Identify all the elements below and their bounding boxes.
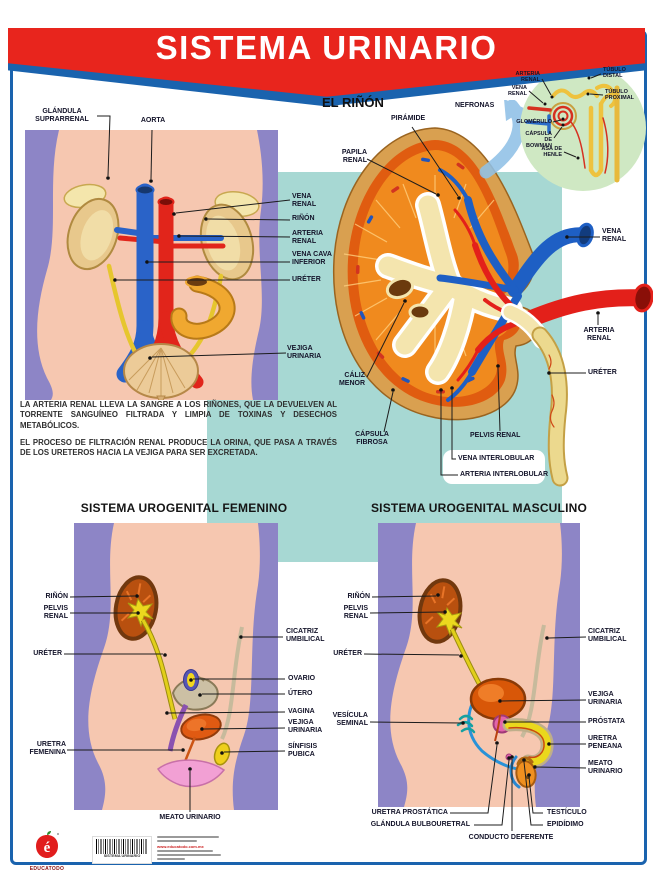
label-piramide: PIRÁMIDE bbox=[391, 115, 426, 122]
label-arteria-renal-kidney: ARTERIA RENAL bbox=[583, 327, 615, 343]
label-vagina: VAGINA bbox=[288, 708, 315, 715]
label-nefronas: NEFRONAS bbox=[455, 102, 495, 109]
label-arteria-interlobular: ARTERIA INTERLOBULAR bbox=[460, 471, 549, 478]
label-rinon-male: RIÑÓN bbox=[347, 593, 370, 600]
label-tubulo-proximal: TÚBULO PROXIMAL bbox=[605, 89, 635, 102]
penis bbox=[502, 718, 554, 769]
brand-name: EDUCATODO bbox=[29, 866, 65, 872]
label-uretra-femenina: URETRA FEMENINA bbox=[29, 741, 66, 757]
fine-print-line bbox=[157, 853, 221, 856]
label-vejiga-urinaria-female: VEJIGA URINARIA bbox=[288, 719, 323, 735]
label-utero: ÚTERO bbox=[288, 690, 313, 697]
poster-title: SISTEMA URINARIO bbox=[155, 29, 498, 66]
nephron-arrow bbox=[479, 100, 526, 179]
male-bladder bbox=[469, 677, 527, 721]
male-figure-illustration bbox=[378, 523, 580, 807]
label-epididimo: EPIDÍDIMO bbox=[547, 821, 584, 828]
label-pelvis-renal-male: PELVIS RENAL bbox=[343, 605, 368, 621]
publisher-website: www.educatodo.com.mx bbox=[157, 844, 204, 849]
abdominal-wall-line bbox=[220, 626, 244, 740]
minor-calyx-opening bbox=[385, 276, 415, 300]
label-uretra-prostatica: URETRA PROSTÁTICA bbox=[371, 809, 448, 816]
kidney-section-title: EL RIÑÓN bbox=[322, 95, 384, 110]
label-rinon-torso: RIÑÓN bbox=[292, 215, 315, 222]
female-section-title: SISTEMA UROGENITAL FEMENINO bbox=[80, 501, 288, 515]
label-conducto-deferente: CONDUCTO DEFERENTE bbox=[468, 834, 554, 841]
label-rinon-female: RIÑÓN bbox=[45, 593, 68, 600]
label-arteria-renal-torso: ARTERIA RENAL bbox=[292, 230, 323, 246]
publisher-logo: é EDUCATODO bbox=[24, 830, 70, 872]
female-renal-pelvis bbox=[126, 597, 154, 628]
label-ureter-male: URÉTER bbox=[333, 650, 362, 657]
label-meato-urinario-male: MEATO URINARIO bbox=[588, 760, 623, 776]
male-section-title: SISTEMA UROGENITAL MASCULINO bbox=[370, 501, 588, 515]
seminal-vesicle bbox=[456, 714, 476, 734]
label-testiculo: TESTÍCULO bbox=[547, 809, 587, 816]
fine-print: www.educatodo.com.mx bbox=[157, 836, 267, 862]
barcode: SISTEMA URINARIO bbox=[92, 836, 152, 864]
label-arteria-renal-nephron: ARTERIA RENAL bbox=[515, 71, 540, 84]
label-capsula-fibrosa: CÁPSULA FIBROSA bbox=[355, 431, 389, 447]
apple-logo-icon: é bbox=[36, 831, 59, 858]
label-uretra-peneana: URETRA PENEANA bbox=[588, 735, 623, 751]
paragraph-filtracion: EL PROCESO DE FILTRACIÓN RENAL PRODUCE L… bbox=[20, 438, 337, 458]
bulbourethral-gland bbox=[505, 753, 513, 761]
label-glomerulo: GLOMÉRULO bbox=[516, 119, 552, 125]
barcode-caption: SISTEMA URINARIO bbox=[103, 854, 141, 858]
torso-figure-illustration bbox=[25, 130, 278, 400]
fine-print-line bbox=[157, 836, 219, 838]
label-glandula-bulbouretral: GLÁNDULA BULBOURETRAL bbox=[370, 821, 470, 828]
inset-vessels bbox=[525, 106, 609, 174]
vulva-area bbox=[156, 759, 226, 788]
label-caliz-menor: CÁLIZ MENOR bbox=[338, 372, 365, 388]
paragraph-arteria-renal: LA ARTERIA RENAL LLEVA LA SANGRE A LOS R… bbox=[20, 400, 337, 430]
fine-print-line bbox=[157, 840, 197, 842]
label-vena-cava-inferior: VENA CAVA INFERIOR bbox=[292, 251, 332, 267]
label-ovario: OVARIO bbox=[288, 675, 316, 682]
label-ureter-torso: URÉTER bbox=[292, 276, 321, 283]
nephron-tubules bbox=[551, 83, 620, 183]
bladder bbox=[123, 343, 199, 400]
label-aorta: AORTA bbox=[140, 117, 166, 124]
label-cicatriz-umbilical-female: CICATRIZ UMBILICAL bbox=[286, 628, 325, 644]
female-figure-illustration bbox=[74, 523, 278, 810]
label-vena-renal-nephron: VENA RENAL bbox=[508, 85, 527, 98]
fine-print-line bbox=[157, 849, 213, 852]
label-meato-urinario-female: MEATO URINARIO bbox=[159, 814, 221, 821]
label-vena-renal-kidney: VENA RENAL bbox=[602, 228, 627, 244]
svg-text:é: é bbox=[44, 840, 51, 856]
label-papila-renal: PAPILA RENAL bbox=[341, 149, 367, 165]
female-bladder bbox=[180, 713, 222, 741]
apple-leaf bbox=[47, 831, 51, 835]
label-vejiga-urinaria-torso: VEJIGA URINARIA bbox=[287, 345, 322, 361]
label-background-patch bbox=[443, 450, 545, 484]
label-ureter-female: URÉTER bbox=[33, 650, 62, 657]
label-vejiga-urinaria-male: VEJIGA URINARIA bbox=[588, 691, 623, 707]
label-vena-interlobular: VENA INTERLOBULAR bbox=[458, 455, 535, 462]
label-pelvis-renal-kidney: PELVIS RENAL bbox=[470, 432, 521, 439]
label-vena-renal-torso: VENA RENAL bbox=[292, 193, 317, 209]
label-vesicula-seminal: VESÍCULA SEMINAL bbox=[332, 712, 368, 728]
vagina-canal bbox=[167, 703, 189, 752]
label-glandula-suprarrenal: GLÁNDULA SUPRARRENAL bbox=[35, 108, 89, 124]
label-ureter-kidney: URÉTER bbox=[588, 369, 617, 376]
label-pelvis-renal-female: PELVIS RENAL bbox=[43, 605, 68, 621]
barcode-bars bbox=[96, 839, 148, 854]
label-cicatriz-umbilical-male: CICATRIZ UMBILICAL bbox=[588, 628, 627, 644]
fine-print-line bbox=[157, 857, 185, 860]
minor-calyx-opening-2 bbox=[408, 303, 432, 321]
label-asa-de-henle: ASA DE HENLE bbox=[541, 146, 562, 159]
prostatic-urethra bbox=[494, 714, 501, 742]
label-tubulo-distal: TÚBULO DISTAL bbox=[603, 67, 626, 80]
label-capsula-de-bowman: CÁPSULA DE BOWMAN bbox=[525, 131, 552, 150]
ureter-tube bbox=[501, 303, 569, 487]
ovary bbox=[183, 669, 199, 691]
kidneys bbox=[66, 197, 255, 281]
female-ureter bbox=[141, 619, 177, 720]
label-sinfisis-pubica: SÍNFISIS PUBICA bbox=[288, 743, 318, 759]
label-prostata: PRÓSTATA bbox=[588, 718, 625, 725]
